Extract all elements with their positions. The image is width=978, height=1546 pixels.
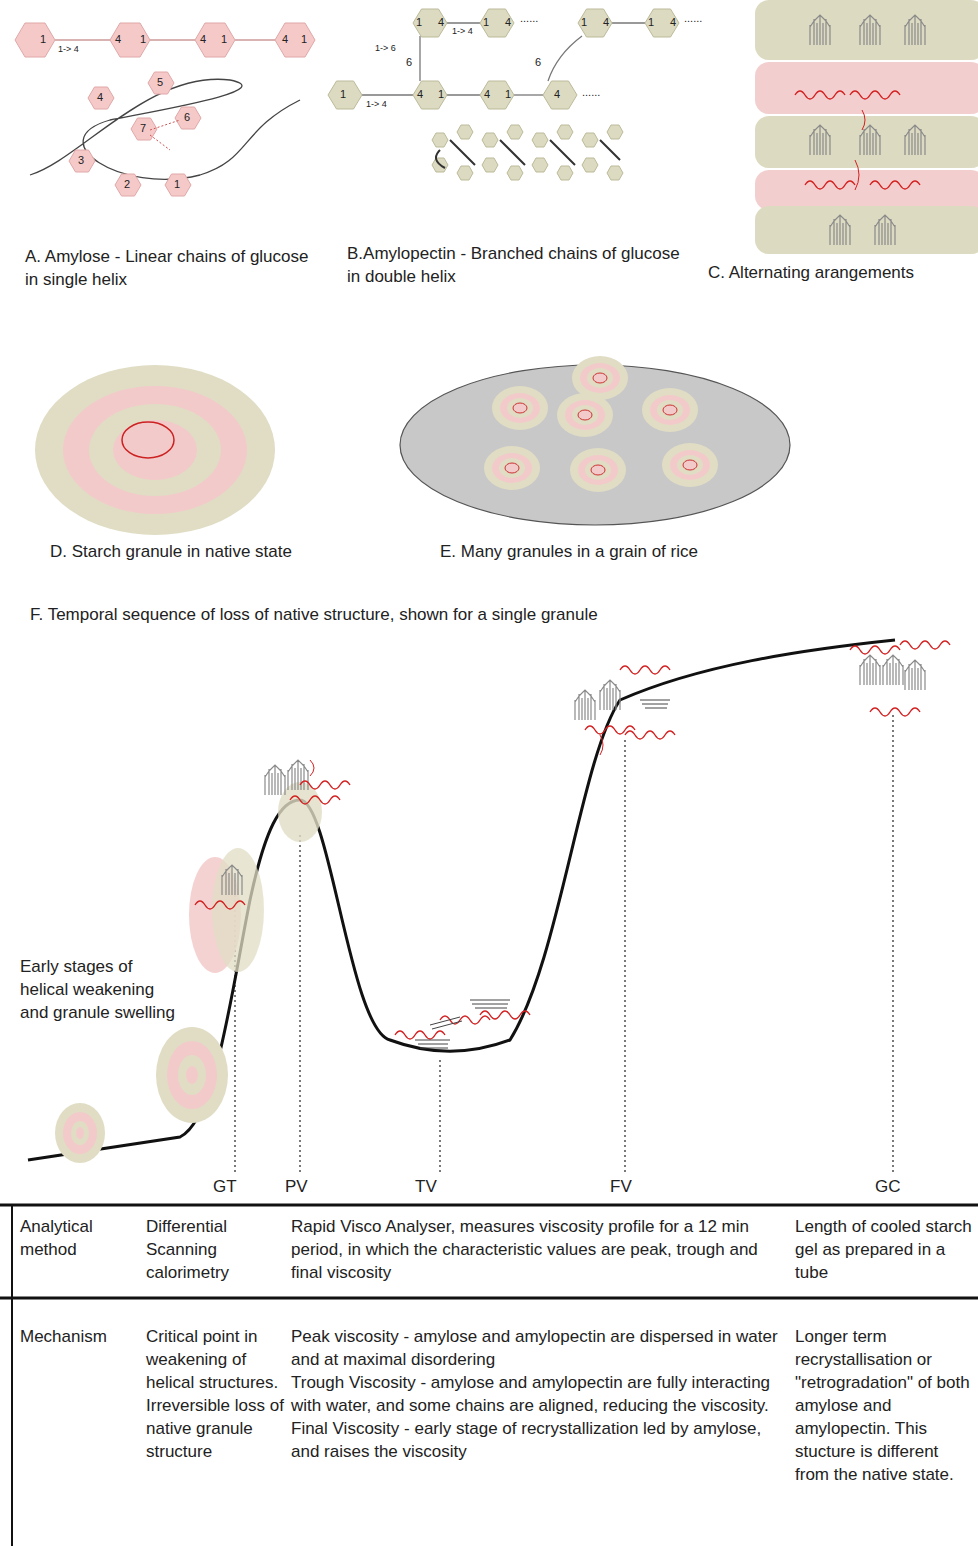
sugar-number: 2 (124, 178, 130, 190)
table-cell: Length of cooled starch gel as prepared … (795, 1216, 973, 1285)
bond-label: 6 (406, 56, 412, 68)
axis-label: PV (285, 1178, 308, 1197)
sugar-number: 1 (581, 16, 587, 28)
sugar-number: 1 (438, 88, 444, 100)
table-cell: Differential Scanning calorimetry (146, 1216, 284, 1285)
sugar-number: 3 (78, 154, 84, 166)
sugar-number: 4 (484, 88, 490, 100)
sugar-number: 4 (438, 16, 444, 28)
sugar-number: 1 (140, 33, 146, 45)
sugar-number: 4 (505, 16, 511, 28)
sugar-number: 1 (416, 16, 422, 28)
sugar-number: 1 (40, 33, 46, 45)
continuation-dots: ...... (684, 12, 702, 24)
panel-caption: F. Temporal sequence of loss of native s… (30, 604, 790, 627)
sugar-number: 4 (282, 33, 288, 45)
panel-caption: D. Starch granule in native state (50, 541, 390, 564)
sugar-number: 4 (554, 88, 560, 100)
mechanism-cell: Peak viscosity - amylose and amylopectin… (291, 1326, 786, 1464)
bond-label: 1-> 4 (452, 27, 473, 37)
axis-label: FV (610, 1178, 632, 1197)
table-cell: Mechanism (20, 1326, 132, 1349)
sugar-number: 7 (140, 122, 146, 134)
bond-label: 1-> 6 (375, 44, 396, 54)
bond-label: 1-> 4 (366, 100, 387, 110)
annotation: Early stages of helical weakening and gr… (20, 956, 175, 1025)
panel-caption: A. Amylose - Linear chains of glucose in… (25, 246, 325, 292)
panel-caption: B.Amylopectin - Branched chains of gluco… (347, 243, 687, 289)
sugar-number: 4 (115, 33, 121, 45)
sugar-number: 4 (417, 88, 423, 100)
sugar-number: 1 (340, 88, 346, 100)
table-cell: Longer term recrystallisation or "retrog… (795, 1326, 973, 1487)
sugar-number: 1 (483, 16, 489, 28)
table-cell: Final Viscosity - early stage of recryst… (291, 1418, 786, 1464)
bond-label: 6 (535, 56, 541, 68)
sugar-number: 1 (505, 88, 511, 100)
axis-label: TV (415, 1178, 437, 1197)
sugar-number: 4 (97, 91, 103, 103)
table-cell: Peak viscosity - amylose and amylopectin… (291, 1326, 786, 1372)
table-cell: Trough Viscosity - amylose and amylopect… (291, 1372, 786, 1418)
sugar-number: 1 (301, 33, 307, 45)
sugar-number: 1 (174, 178, 180, 190)
axis-label: GC (875, 1178, 901, 1197)
sugar-number: 1 (221, 33, 227, 45)
sugar-number: 4 (670, 16, 676, 28)
bond-label: 1-> 4 (58, 45, 79, 55)
sugar-number: 1 (648, 16, 654, 28)
axis-label: GT (213, 1178, 237, 1197)
table-cell: Rapid Visco Analyser, measures viscosity… (291, 1216, 781, 1285)
panel-caption: E. Many granules in a grain of rice (440, 541, 780, 564)
sugar-number: 5 (157, 76, 163, 88)
sugar-number: 6 (184, 111, 190, 123)
table-cell: Critical point in weakening of helical s… (146, 1326, 284, 1464)
sugar-number: 4 (200, 33, 206, 45)
sugar-number: 4 (603, 16, 609, 28)
continuation-dots: ...... (520, 12, 538, 24)
continuation-dots: ...... (582, 86, 600, 98)
table-cell: Analytical method (20, 1216, 132, 1262)
panel-caption: C. Alternating arangements (708, 262, 976, 285)
